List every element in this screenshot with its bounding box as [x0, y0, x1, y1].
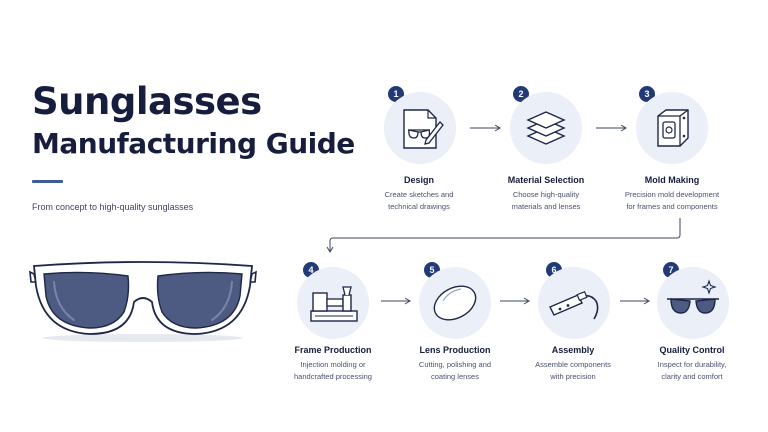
title-accent-bar — [32, 180, 63, 183]
process-step-quality-control: 7 Quality Control Inspect for durability… — [617, 260, 767, 385]
process-step-frame-production: 4 Frame Production Injection molding or … — [258, 260, 408, 385]
step-title: Frame Production — [294, 345, 372, 355]
title-line-1: Sunglasses — [32, 80, 262, 123]
inspected-sunglasses-icon — [667, 279, 719, 314]
title-line-2: Manufacturing Guide — [32, 127, 355, 160]
step-icon-circle — [419, 267, 491, 339]
step-icon-circle — [384, 92, 456, 164]
process-step-design: 1 Design Create sketches and technical d… — [344, 84, 494, 214]
page-title: Sunglasses Manufacturing Guide — [32, 80, 362, 164]
step-description: Create sketches and technical drawings — [384, 190, 454, 211]
step-title: Design — [403, 175, 434, 185]
injection-machine-icon — [310, 286, 358, 322]
assembly-hinge-icon — [549, 290, 599, 320]
step-title: Quality Control — [659, 345, 725, 355]
step-icon-circle — [657, 267, 729, 339]
process-step-lens-production: 5 Lens Production Cutting, polishing and… — [380, 260, 530, 385]
step-title: Assembly — [551, 345, 595, 355]
lens-icon — [433, 285, 477, 321]
step-title: Lens Production — [419, 345, 491, 355]
process-step-material-selection: 2 Material Selection Choose high-quality… — [471, 84, 621, 214]
step-description: Assemble components with precision — [535, 360, 611, 381]
process-step-assembly: 6 Assembly Assemble components with prec… — [498, 260, 648, 385]
hero-sunglasses-icon — [29, 261, 257, 342]
step-title: Mold Making — [644, 175, 700, 185]
step-description: Inspect for durability, clarity and comf… — [657, 360, 727, 381]
page-subtitle: From concept to high-quality sunglasses — [32, 202, 194, 212]
step-icon-circle — [636, 92, 708, 164]
step-description: Cutting, polishing and coating lenses — [418, 360, 492, 381]
step-description: Injection molding or handcrafted process… — [294, 360, 372, 381]
step-description: Choose high-quality materials and lenses — [511, 190, 581, 211]
step-icon-circle — [538, 267, 610, 339]
step-icon-circle — [510, 92, 582, 164]
sketch-glasses-icon — [403, 109, 444, 149]
process-step-mold-making: 3 Mold Making Precision mold development… — [597, 84, 747, 214]
step-icon-circle — [297, 267, 369, 339]
material-layers-icon — [526, 111, 566, 145]
step-description: Precision mold development for frames an… — [624, 190, 720, 211]
mold-icon — [657, 109, 689, 147]
step-title: Material Selection — [507, 175, 585, 185]
